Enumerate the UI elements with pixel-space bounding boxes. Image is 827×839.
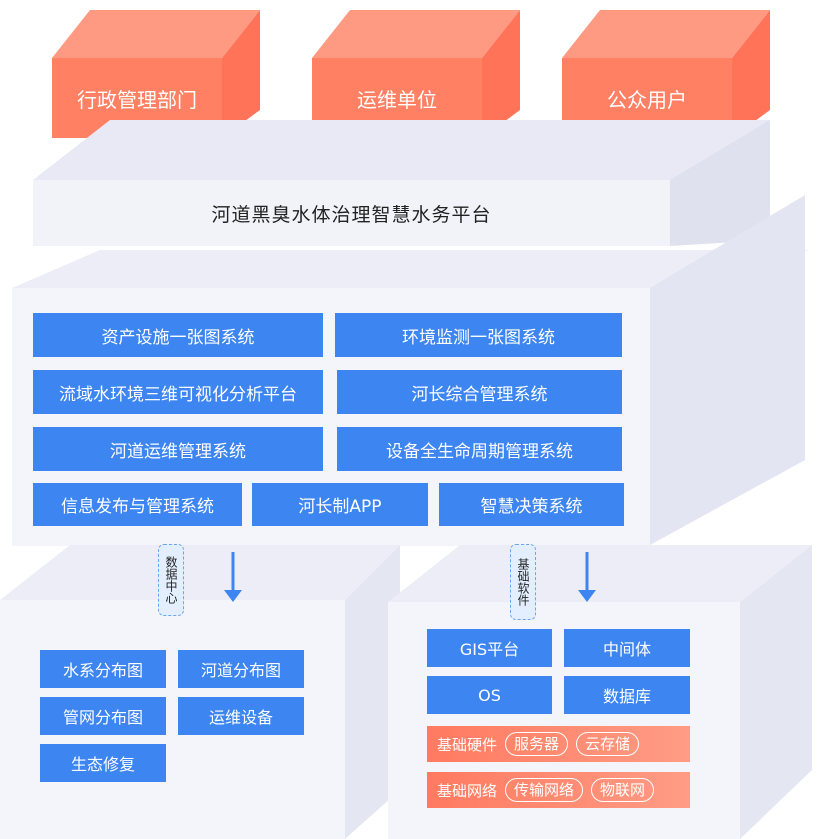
data-center-tag: 数据中心 xyxy=(158,544,184,616)
base-software-tag-label: 基础软件 xyxy=(516,558,530,606)
user-label: 运维单位 xyxy=(357,87,437,112)
system-box: 河长制APP xyxy=(252,483,428,526)
system-box: 河长综合管理系统 xyxy=(337,370,622,414)
system-box: 河道运维管理系统 xyxy=(33,427,323,471)
base-network-row: 基础网络 传输网络 物联网 xyxy=(427,772,690,808)
network-chip: 传输网络 xyxy=(505,778,584,802)
system-box: 环境监测一张图系统 xyxy=(335,313,622,357)
software-item: GIS平台 xyxy=(427,629,552,667)
network-label: 基础网络 xyxy=(437,781,498,800)
user-label: 行政管理部门 xyxy=(77,87,197,112)
user-block-1-shape xyxy=(52,10,260,138)
data-item: 水系分布图 xyxy=(40,650,166,688)
network-chip: 物联网 xyxy=(591,778,655,802)
data-item: 管网分布图 xyxy=(40,697,166,735)
base-software-tag: 基础软件 xyxy=(510,544,536,620)
system-box: 智慧决策系统 xyxy=(439,483,624,526)
base-hardware-row: 基础硬件 服务器 云存储 xyxy=(427,726,690,762)
user-public: 公众用户 xyxy=(562,58,732,138)
system-box: 设备全生命周期管理系统 xyxy=(337,427,622,471)
system-box: 资产设施一张图系统 xyxy=(33,313,323,357)
arrow-down-icon xyxy=(578,552,596,602)
platform-title: 河道黑臭水体治理智慧水务平台 xyxy=(211,203,492,226)
data-item: 河道分布图 xyxy=(178,650,304,688)
hardware-chip: 云存储 xyxy=(576,732,640,756)
user-ops-unit: 运维单位 xyxy=(312,58,482,138)
data-center-tag-label: 数据中心 xyxy=(164,556,178,604)
hardware-label: 基础硬件 xyxy=(437,735,498,754)
data-item: 生态修复 xyxy=(40,744,166,782)
system-box: 信息发布与管理系统 xyxy=(33,483,242,526)
user-block-3-shape xyxy=(562,10,770,138)
arrow-down-icon xyxy=(224,552,242,602)
system-box: 流域水环境三维可视化分析平台 xyxy=(33,370,323,414)
software-item: 数据库 xyxy=(564,676,690,714)
software-item: 中间体 xyxy=(564,629,690,667)
data-item: 运维设备 xyxy=(178,697,304,735)
user-label: 公众用户 xyxy=(607,87,687,112)
hardware-chip: 服务器 xyxy=(505,732,569,756)
software-item: OS xyxy=(427,676,552,714)
user-admin-dept: 行政管理部门 xyxy=(52,58,222,138)
